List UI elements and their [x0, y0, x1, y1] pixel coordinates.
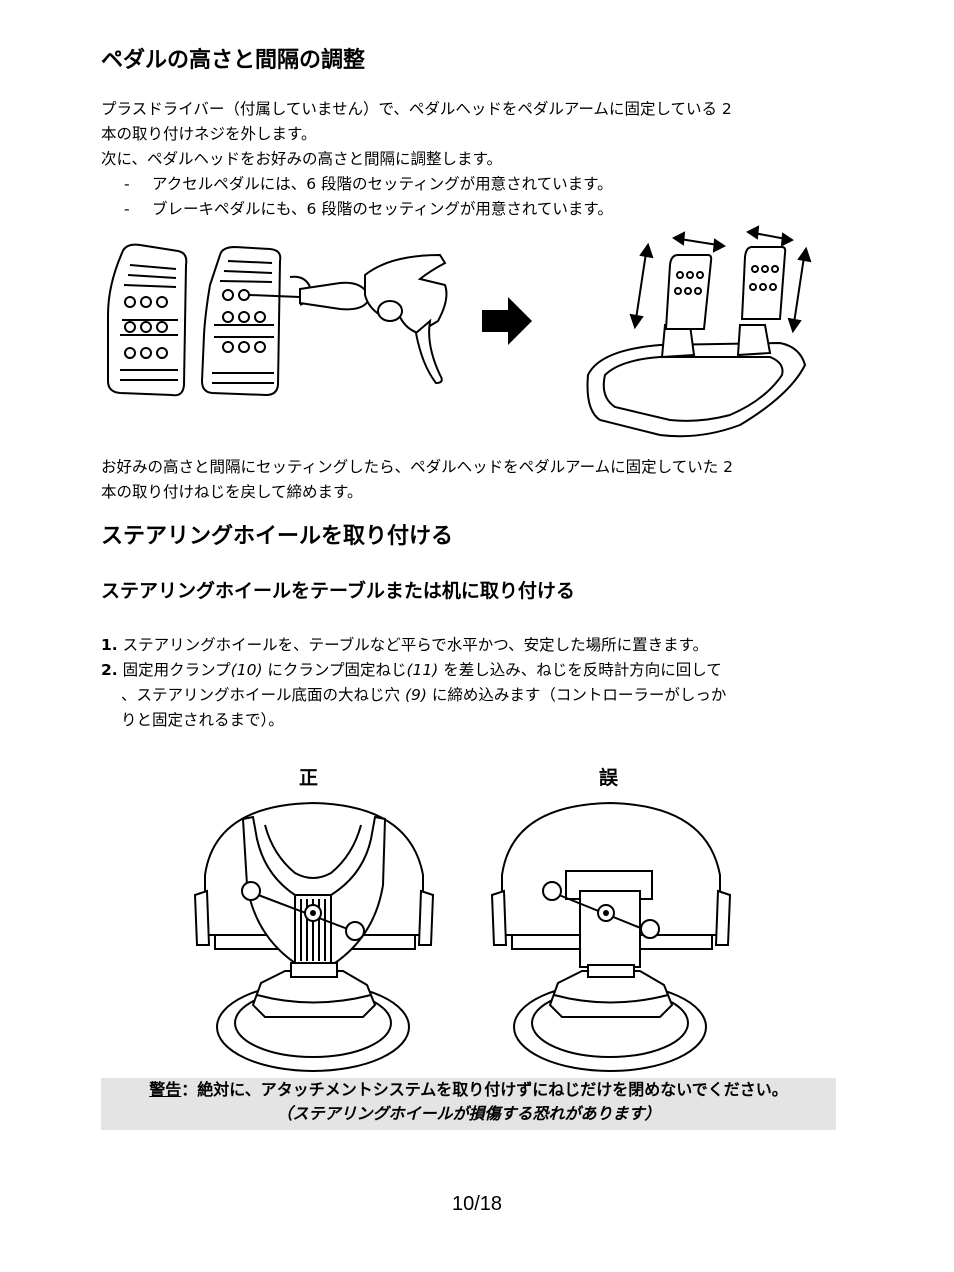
bullet-marker: - [124, 175, 130, 193]
list-item-continued: りと固定されるまで）。 [101, 708, 861, 733]
text-line: 本の取り付けネジを外します。 [101, 125, 317, 143]
list-item-text: アクセルペダルには、6 段階のセッティングが用意されています。 [152, 175, 613, 193]
step-text: ステアリングホイールを、テーブルなど平らで水平かつ、安定した場所に置きます。 [122, 636, 709, 654]
screwdriver-hand-image [249, 253, 448, 385]
paragraph-remove-screws: プラスドライバー（付属していません）で、ペダルヘッドをペダルアームに固定している… [101, 97, 861, 172]
warning-label: 警告 [149, 1080, 182, 1099]
reference-number: (9) [404, 686, 427, 704]
pedal-set-image [586, 225, 812, 438]
step-text: 固定用クランプ [122, 661, 231, 679]
pedal-plate-left-image [107, 243, 188, 397]
text-line: 次に、ペダルヘッドをお好みの高さと間隔に調整します。 [101, 150, 502, 168]
step-text: 、ステアリングホイール底面の大ねじ穴 [121, 686, 405, 704]
step-text: にクランプ固定ねじ [262, 661, 407, 679]
warning-line: 警告：絶対に、アタッチメントシステムを取り付けずにねじだけを閉めないでください。 [101, 1078, 836, 1102]
wrong-label: 誤 [599, 767, 619, 789]
step-number: 2. [101, 661, 118, 679]
correct-label: 正 [299, 767, 319, 789]
step-text: に締め込みます（コントローラーがしっか [426, 686, 727, 704]
bullet-list: - アクセルペダルには、6 段階のセッティングが用意されています。 - ブレーキペダ… [124, 172, 824, 222]
text-line: お好みの高さと間隔にセッティングしたら、ペダルヘッドをペダルアームに固定していた… [101, 458, 734, 476]
warning-box: 警告：絶対に、アタッチメントシステムを取り付けずにねじだけを閉めないでください。… [101, 1078, 836, 1130]
bullet-marker: - [124, 200, 130, 218]
text-line: 本の取り付けねじを戻して締めます。 [101, 483, 363, 501]
list-item: 2. 固定用クランプ(10) にクランプ固定ねじ(11) を差し込み、ねじを反時… [101, 658, 861, 683]
warning-text: ：絶対に、アタッチメントシステムを取り付けずにねじだけを閉めないでください。 [181, 1080, 788, 1099]
reference-number: (10) [230, 661, 263, 679]
section-subtitle-table-mount: ステアリングホイールをテーブルまたは机に取り付ける [101, 580, 575, 602]
list-item-text: ブレーキペダルにも、6 段階のセッティングが用意されています。 [152, 200, 613, 218]
list-item-continued: 、ステアリングホイール底面の大ねじ穴 (9) に締め込みます（コントローラーがし… [101, 683, 861, 708]
step-text: を差し込み、ねじを反時計方向に回して [438, 661, 722, 679]
reference-number: (11) [406, 661, 439, 679]
text-line: プラスドライバー（付属していません）で、ペダルヘッドをペダルアームに固定している… [101, 100, 732, 118]
paragraph-reattach-screws: お好みの高さと間隔にセッティングしたら、ペダルヘッドをペダルアームに固定していた… [101, 455, 861, 505]
step-text: りと固定されるまで）。 [121, 711, 284, 729]
mount-steps: 1. ステアリングホイールを、テーブルなど平らで水平かつ、安定した場所に置きます… [101, 633, 861, 733]
right-arrow-icon [482, 297, 532, 345]
warning-note: （ステアリングホイールが損傷する恐れがあります） [276, 1104, 661, 1123]
pedal-plate-middle-image [200, 245, 282, 397]
list-item: - アクセルペダルには、6 段階のセッティングが用意されています。 [124, 172, 824, 197]
step-number: 1. [101, 636, 118, 654]
list-item: - ブレーキペダルにも、6 段階のセッティングが用意されています。 [124, 197, 824, 222]
clamp-wrong-illustration [490, 801, 732, 1072]
section-title-pedal-adjust: ペダルの高さと間隔の調整 [101, 48, 366, 73]
pedal-adjust-illustration [107, 225, 812, 438]
page-number: 10/18 [451, 1193, 503, 1215]
clamp-correct-illustration [193, 801, 435, 1072]
section-title-mount-wheel: ステアリングホイールを取り付ける [101, 524, 454, 549]
list-item: 1. ステアリングホイールを、テーブルなど平らで水平かつ、安定した場所に置きます… [101, 633, 861, 658]
